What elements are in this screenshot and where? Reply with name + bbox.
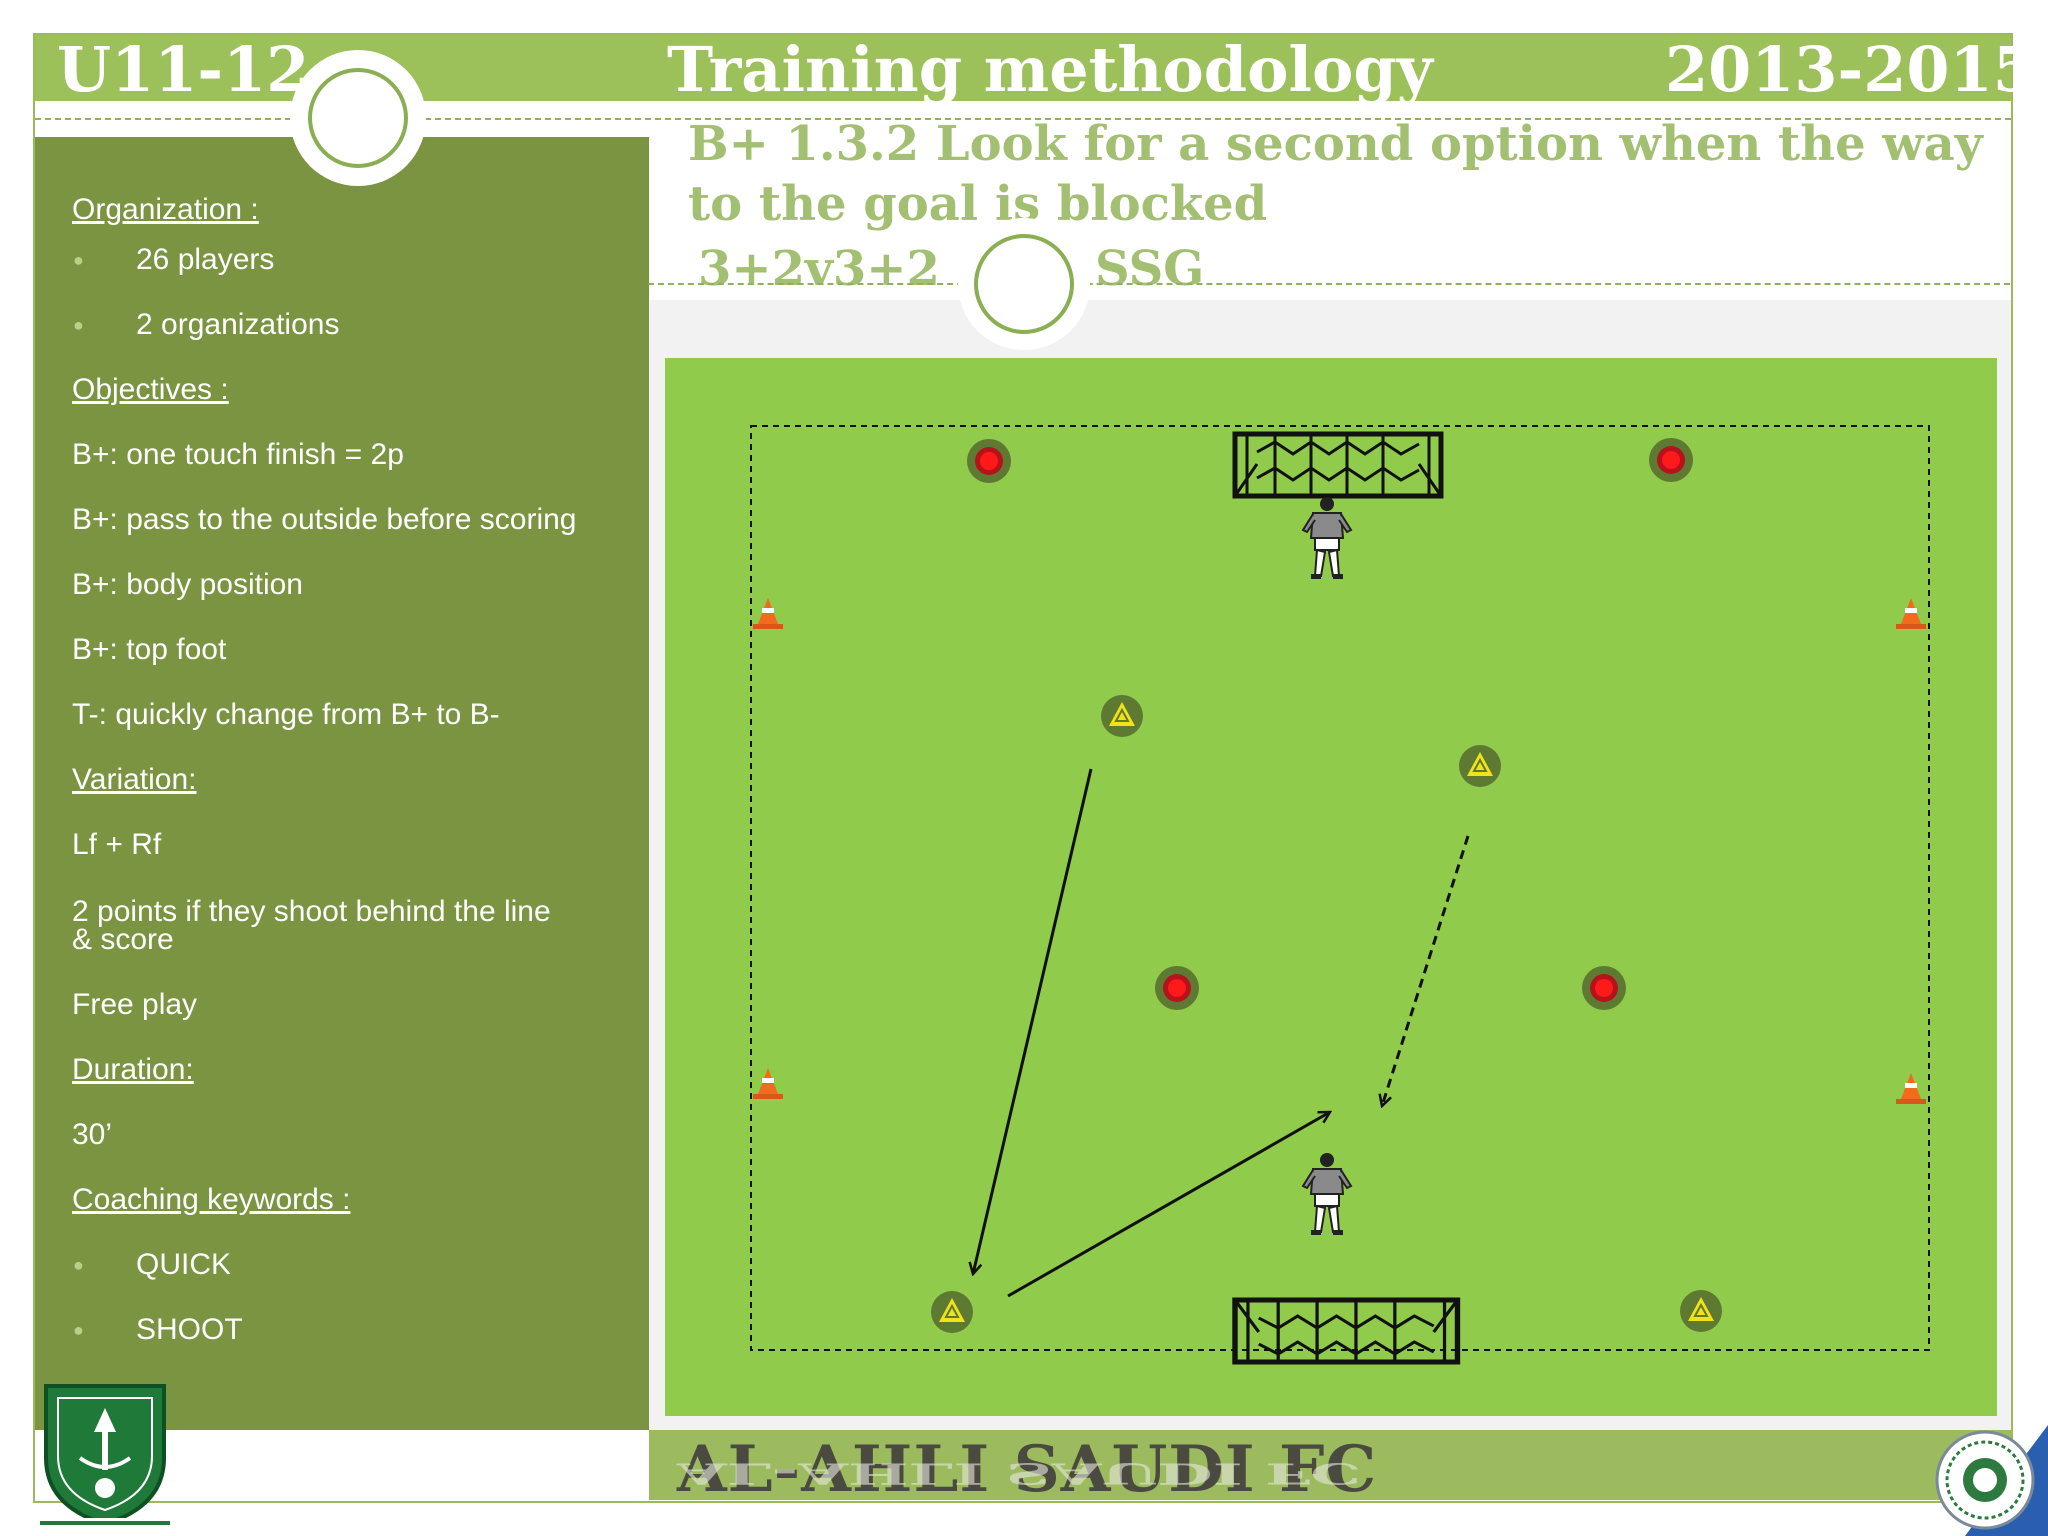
club-name: AL-AHLI SAUDI FC bbox=[677, 1432, 1378, 1507]
keyword-item: QUICK bbox=[136, 1248, 232, 1281]
variation-item: 2 points if they shoot behind the line bbox=[72, 895, 551, 928]
red-player-marker bbox=[1582, 966, 1626, 1010]
yellow-player-marker bbox=[1100, 694, 1144, 738]
keyword-item: SHOOT bbox=[136, 1313, 243, 1346]
goalkeeper-top bbox=[1302, 496, 1352, 580]
bullet-icon: ● bbox=[73, 1320, 84, 1340]
run-arrow bbox=[1382, 835, 1470, 1106]
age-group-label: U11-12 bbox=[57, 33, 310, 106]
slide-frame bbox=[33, 33, 2013, 1503]
cone-icon bbox=[1896, 598, 1926, 629]
yellow-player-marker bbox=[1458, 744, 1502, 788]
objective-item: B+: body position bbox=[72, 568, 303, 601]
yellow-player-marker bbox=[1679, 1289, 1723, 1333]
objective-item: B+: top foot bbox=[72, 633, 227, 666]
duration-value: 30’ bbox=[72, 1118, 113, 1151]
pass-arrow bbox=[973, 768, 1093, 1274]
goalkeeper-bottom bbox=[1302, 1152, 1352, 1236]
header-divider bbox=[35, 118, 2011, 120]
ring-decoration bbox=[290, 50, 426, 186]
bottom-goal bbox=[1235, 1300, 1457, 1362]
variation-heading: Variation: bbox=[72, 763, 197, 796]
footer-band bbox=[649, 1430, 2011, 1500]
cone-icon bbox=[753, 1068, 783, 1099]
exercise-type: SSG bbox=[1095, 241, 1205, 297]
duration-heading: Duration: bbox=[72, 1053, 194, 1086]
club-crest-logo bbox=[34, 1384, 178, 1532]
organization-heading: Organization : bbox=[72, 193, 259, 226]
cone-icon bbox=[753, 598, 783, 629]
cone-icon bbox=[1896, 1073, 1926, 1104]
bullet-icon: ● bbox=[73, 1255, 84, 1275]
exercise-title-continued: to the goal is blocked bbox=[688, 176, 1268, 232]
variation-item: Free play bbox=[72, 988, 198, 1021]
objectives-heading: Objectives : bbox=[72, 373, 229, 406]
ring-decoration bbox=[958, 218, 1090, 350]
red-player-marker bbox=[967, 439, 1011, 483]
organization-item: 2 organizations bbox=[136, 308, 340, 341]
sidebar: Organization : ● 26 players ● 2 organiza… bbox=[35, 137, 649, 1430]
pass-arrow bbox=[1007, 1110, 1330, 1298]
yellow-player-marker bbox=[930, 1290, 974, 1334]
exercise-format: 3+2v3+2 bbox=[698, 241, 940, 297]
objective-item: T-: quickly change from B+ to B- bbox=[72, 698, 500, 731]
pitch-boundary bbox=[750, 425, 1930, 1351]
exercise-title: B+ 1.3.2 Look for a second option when t… bbox=[688, 116, 1983, 172]
club-name-reflection: AL-AHLI SAUDI FC bbox=[677, 1456, 1362, 1490]
federation-badge-logo bbox=[1935, 1425, 2048, 1536]
organization-item: 26 players bbox=[136, 243, 275, 276]
top-goal bbox=[1235, 434, 1441, 496]
season-label: 2013-2015 bbox=[1665, 33, 2036, 106]
keywords-heading: Coaching keywords : bbox=[72, 1183, 351, 1216]
red-player-marker bbox=[1649, 438, 1693, 482]
page-title: Training methodology bbox=[667, 33, 1433, 106]
bullet-icon: ● bbox=[73, 315, 84, 335]
pitch-diagram bbox=[750, 425, 1930, 1416]
objective-item: B+: one touch finish = 2p bbox=[72, 438, 404, 471]
variation-item-continued: & score bbox=[72, 923, 174, 956]
subtitle-divider bbox=[648, 283, 2010, 285]
variation-item: Lf + Rf bbox=[72, 828, 162, 861]
bullet-icon: ● bbox=[73, 250, 84, 270]
objective-item: B+: pass to the outside before scoring bbox=[72, 503, 577, 536]
red-player-marker bbox=[1155, 966, 1199, 1010]
